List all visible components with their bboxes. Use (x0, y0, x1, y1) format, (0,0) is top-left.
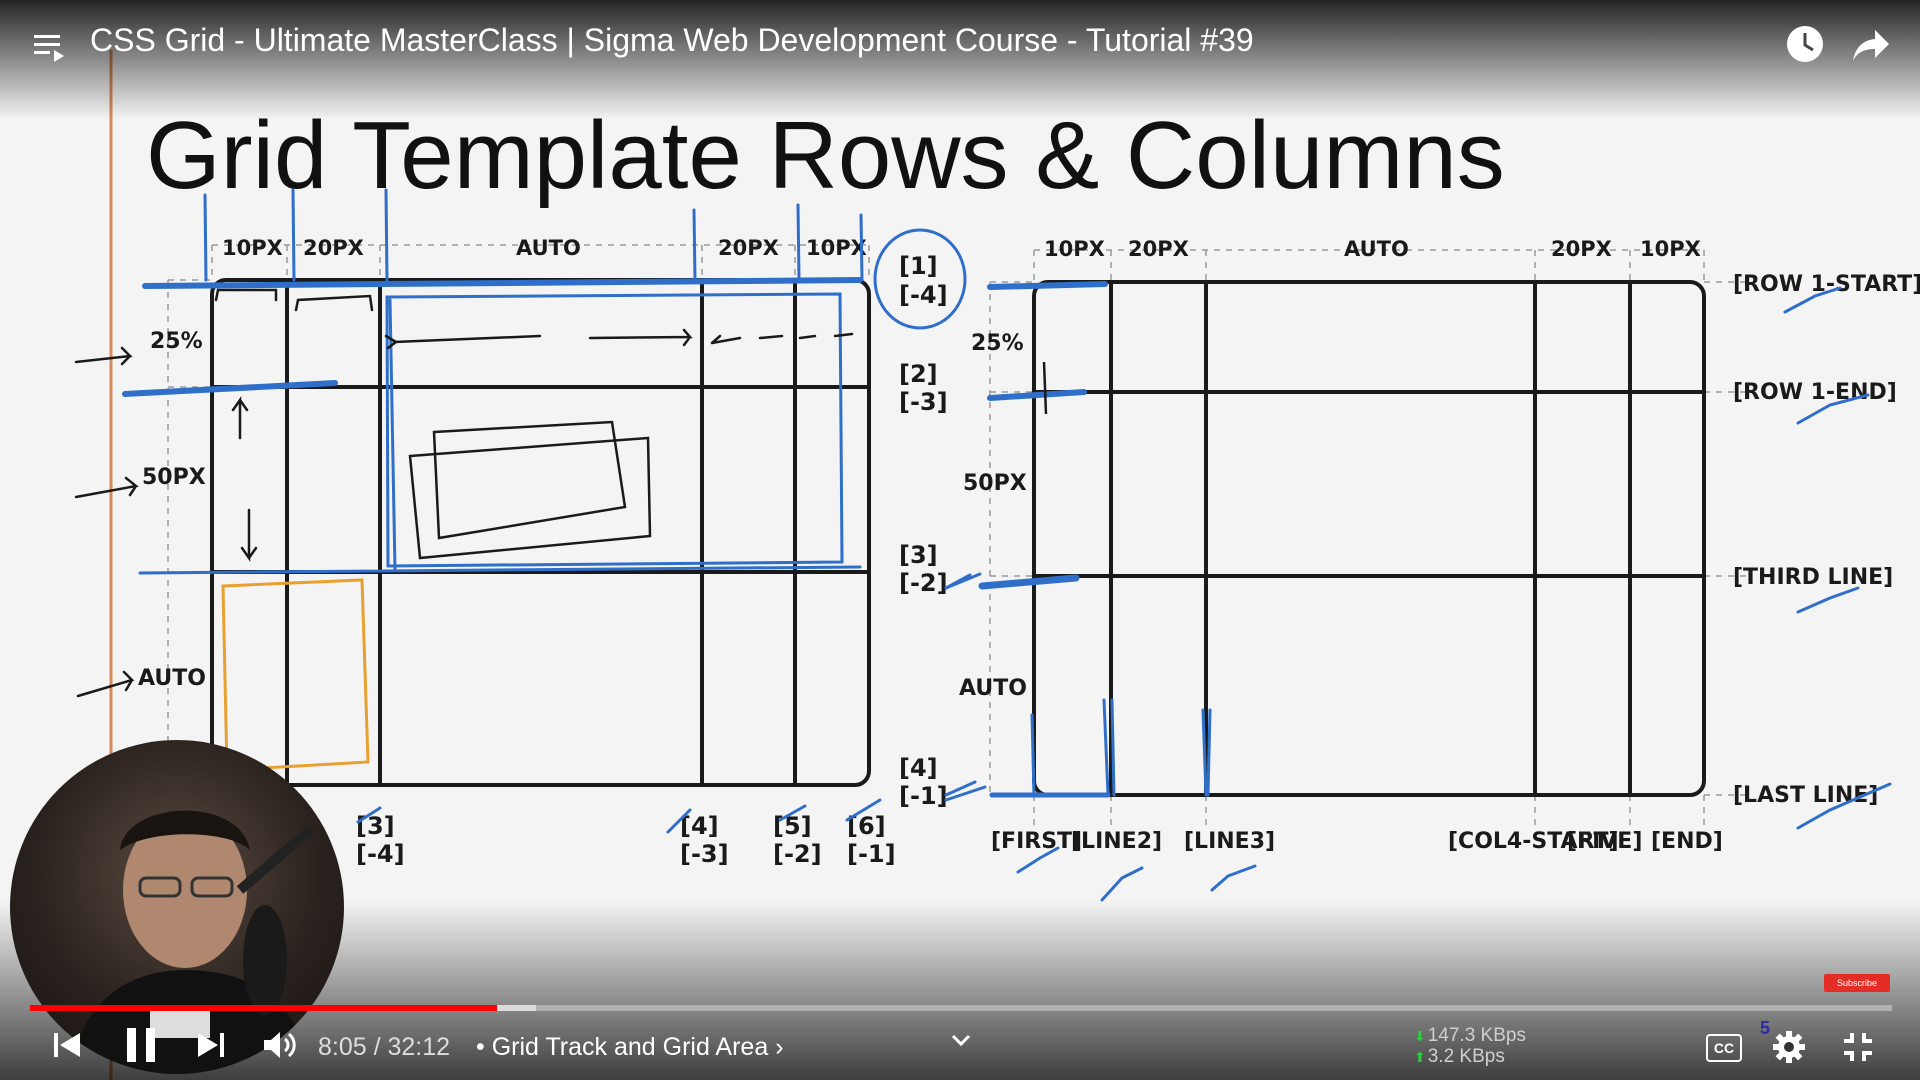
up-arrow-icon: ⬆ (1414, 1049, 1426, 1065)
left-col-line-4a: [4] (680, 812, 719, 840)
net-up-value: 3.2 KBps (1427, 1046, 1505, 1067)
left-row-line-4a: [4] (899, 754, 938, 782)
right-row-size-2: 50PX (963, 471, 1027, 496)
left-grid-diagram: 10PX 20PX AUTO 20PX 10PX 25% 50PX AUTO [… (74, 188, 977, 868)
right-col-name-1: [FIRST] (991, 829, 1082, 854)
subscribe-badge[interactable]: Subscribe (1824, 974, 1890, 992)
right-row-size-1: 25% (971, 331, 1024, 356)
next-icon[interactable] (196, 1030, 226, 1060)
black-sketches (74, 288, 854, 698)
settings-icon[interactable] (1772, 1030, 1806, 1064)
left-row-line-3b: [-2] (899, 569, 948, 597)
right-row-size-3: AUTO (959, 676, 1027, 701)
left-row-line-2a: [2] (899, 360, 938, 388)
chapter-separator: • (476, 1033, 485, 1061)
right-pen-annotations (944, 281, 1892, 902)
left-row-line-1a: [1] (899, 252, 938, 280)
right-grid-diagram: 10PX 20PX AUTO 20PX 10PX 25% 50PX AUTO [… (944, 237, 1920, 902)
left-row-size-1: 25% (150, 329, 203, 354)
right-col-size-5: 10PX (1640, 237, 1701, 261)
top-overlay (0, 0, 1920, 120)
time-display: 8:05 / 32:12 (318, 1033, 451, 1061)
right-col-name-4: [COL4-START] (1448, 829, 1619, 854)
left-row-line-3a: [3] (899, 541, 938, 569)
pen-annotations (122, 188, 977, 834)
right-row-name-2: [ROW 1-END] (1733, 380, 1897, 405)
left-col-line-3a: [3] (356, 812, 395, 840)
left-col-size-1: 10PX (222, 236, 283, 260)
progress-played (30, 1005, 498, 1011)
right-col-size-4: 20PX (1551, 237, 1612, 261)
progress-bar[interactable] (30, 1005, 1892, 1011)
left-row-size-2: 50PX (142, 465, 206, 490)
right-col-name-5: [FIVE] (1567, 829, 1642, 854)
volume-icon[interactable] (262, 1030, 298, 1060)
playlist-icon[interactable] (34, 32, 66, 62)
left-col-size-4: 20PX (718, 236, 779, 260)
right-row-name-3: [THIRD LINE] (1733, 565, 1893, 590)
chapter-title-text: Grid Track and Grid Area (491, 1033, 769, 1061)
pause-icon[interactable] (124, 1026, 158, 1064)
net-down-value: 147.3 KBps (1427, 1025, 1526, 1046)
left-col-line-5a: [5] (773, 812, 812, 840)
left-row-line-4b: [-1] (899, 782, 948, 810)
captions-icon[interactable]: CC (1706, 1034, 1742, 1062)
chapter-chevron-icon: › (775, 1033, 784, 1061)
right-col-name-2: [LINE2] (1071, 829, 1162, 854)
share-icon[interactable] (1851, 28, 1891, 64)
right-col-size-3: AUTO (1344, 237, 1409, 261)
chevron-down-icon[interactable] (950, 1033, 972, 1047)
left-col-line-3b: [-4] (356, 840, 405, 868)
right-row-name-4: [LAST LINE] (1733, 783, 1878, 808)
video-title[interactable]: CSS Grid - Ultimate MasterClass | Sigma … (90, 22, 1254, 58)
down-arrow-icon: ⬇ (1414, 1028, 1426, 1044)
orange-sketch (221, 578, 370, 772)
right-col-size-1: 10PX (1044, 237, 1105, 261)
net-up-stat: ⬆3.2 KBps (1414, 1046, 1505, 1068)
left-row-size-3: AUTO (138, 666, 206, 691)
watch-later-icon[interactable] (1785, 24, 1825, 64)
webcam-overlay (10, 740, 344, 1074)
left-col-line-5b: [-2] (773, 840, 822, 868)
exit-fullscreen-icon[interactable] (1842, 1031, 1874, 1063)
left-col-line-6b: [-1] (847, 840, 896, 868)
left-row-line-1b: [-4] (899, 281, 948, 309)
left-row-line-2b: [-3] (899, 388, 948, 416)
left-col-size-2: 20PX (303, 236, 364, 260)
left-col-size-5: 10PX (806, 236, 867, 260)
right-col-name-6: [END] (1651, 829, 1723, 854)
right-col-size-2: 20PX (1128, 237, 1189, 261)
chapter-title[interactable]: • Grid Track and Grid Area › (476, 1033, 784, 1062)
net-down-stat: ⬇147.3 KBps (1414, 1025, 1526, 1047)
previous-icon[interactable] (52, 1030, 82, 1060)
right-col-name-3: [LINE3] (1184, 829, 1275, 854)
settings-badge: 5 (1760, 1018, 1771, 1038)
left-col-size-3: AUTO (516, 236, 581, 260)
left-col-line-4b: [-3] (680, 840, 729, 868)
